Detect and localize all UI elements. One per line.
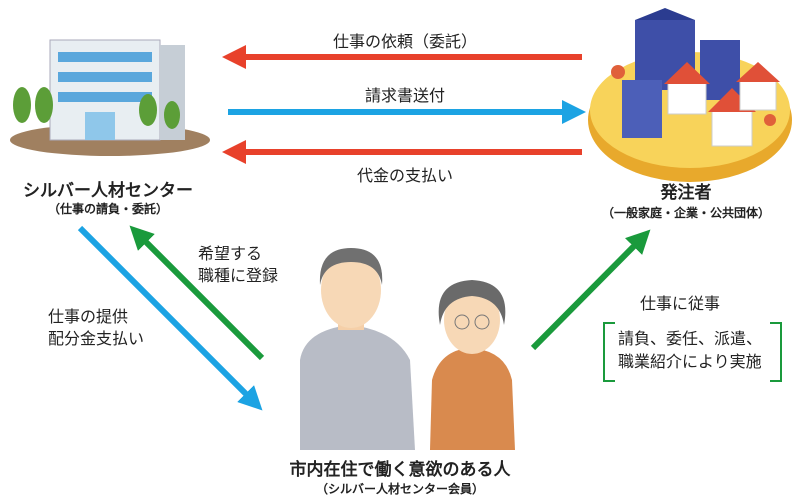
left-bracket — [603, 322, 615, 382]
client-houses-illustration — [588, 8, 792, 182]
invoice-label: 請求書送付 — [364, 86, 446, 105]
provide-work-arrow — [77, 225, 263, 411]
silver-center-building-illustration — [10, 39, 210, 156]
provide-line1: 仕事の提供 — [48, 307, 129, 326]
work-line1: 請負、委任、派遣、 — [618, 329, 763, 348]
members-title: 市内在住で働く意欲のある人 — [289, 460, 511, 480]
register-arrow — [129, 225, 265, 361]
payment-label: 代金の支払い — [356, 166, 454, 185]
members-subtitle: （シルバー人材センター会員） — [315, 482, 485, 496]
senior-members-illustration — [300, 248, 515, 450]
register-line2: 職種に登録 — [198, 266, 279, 285]
right-bracket — [770, 322, 782, 382]
request-label: 仕事の依頼（委託） — [332, 32, 478, 51]
work-title: 仕事に従事 — [640, 294, 721, 313]
provide-line2: 配分金支払い — [48, 329, 145, 348]
engage-work-arrow — [530, 229, 651, 351]
silver-center-title: シルバー人材センター — [23, 181, 193, 201]
client-title: 発注者 — [660, 183, 712, 203]
register-line1: 希望する — [198, 244, 263, 263]
silver-center-subtitle: （仕事の請負・委託） — [47, 202, 169, 216]
client-subtitle: （一般家庭・企業・公共団体） — [601, 206, 771, 220]
work-line2: 職業紹介により実施 — [618, 352, 762, 371]
